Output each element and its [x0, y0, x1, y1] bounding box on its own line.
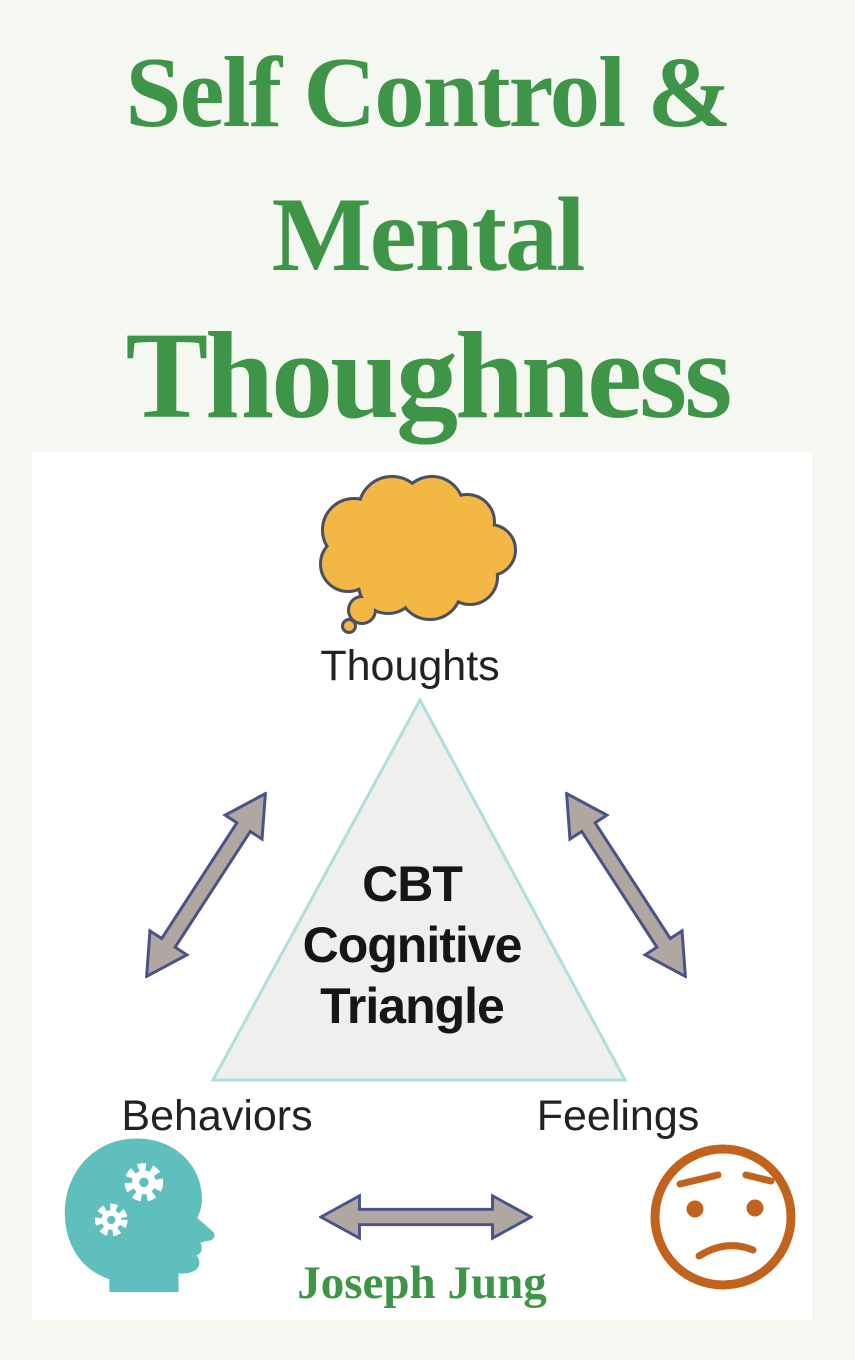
thoughts-label: Thoughts: [320, 642, 500, 690]
title-line-1: Self Control &: [125, 36, 731, 148]
feelings-label: Feelings: [536, 1092, 700, 1140]
triangle-text-line-1: CBT: [362, 856, 463, 912]
behaviors-label: Behaviors: [121, 1092, 313, 1140]
book-title: Self Control & Mental Thoughness: [0, 20, 855, 447]
worried-face-icon: [650, 1144, 796, 1290]
title-line-3: Thoughness: [125, 307, 732, 444]
cognitive-triangle-shape: [210, 696, 628, 1082]
triangle-text-line-3: Triangle: [320, 978, 505, 1034]
author-name: Joseph Jung: [297, 1257, 547, 1309]
head-gears-icon: [64, 1138, 215, 1293]
cbt-diagram-panel: Thoughts CBT Cognitive Triangle Behavior…: [32, 452, 812, 1320]
thought-cloud-icon: [319, 475, 517, 634]
title-line-2: Mental: [271, 176, 586, 293]
triangle-text: CBT Cognitive Triangle: [302, 854, 523, 1037]
triangle-text-line-2: Cognitive: [302, 917, 523, 973]
gear-icon: [124, 1163, 164, 1202]
